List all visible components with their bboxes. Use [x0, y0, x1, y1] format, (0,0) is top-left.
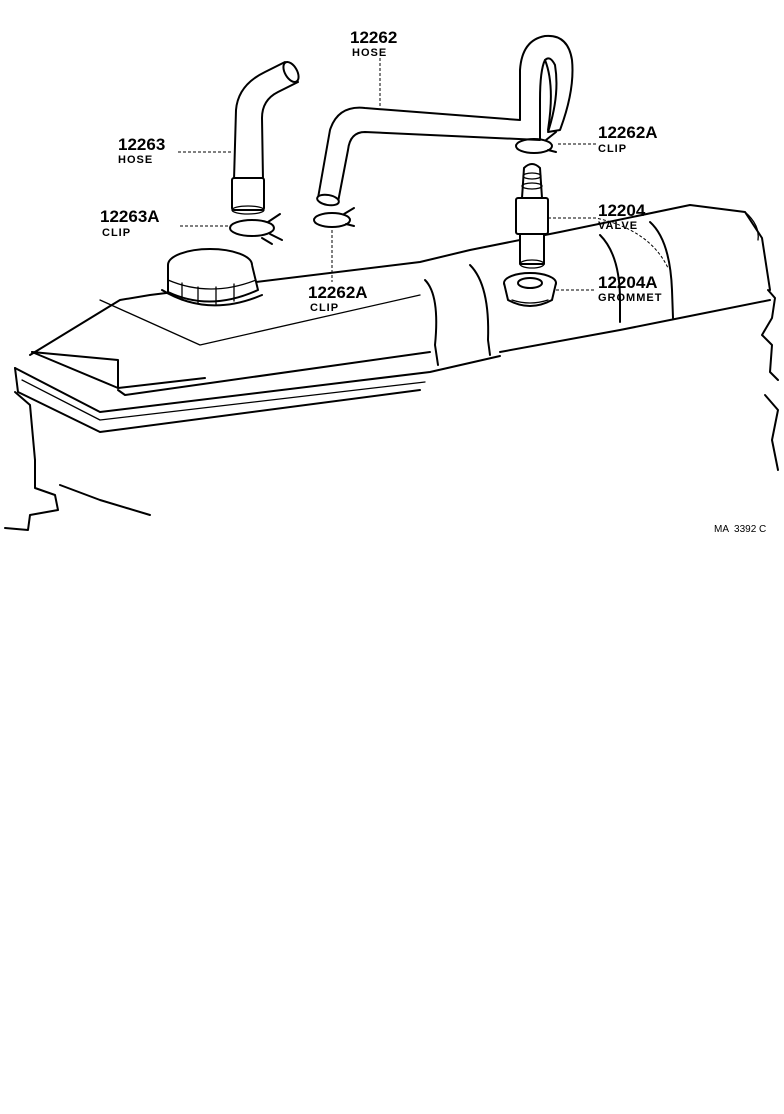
clip-12263a-shape — [229, 213, 283, 245]
clip-12262a-top-shape — [515, 131, 557, 154]
label-clip-12262a-top: 12262A CLIP — [598, 123, 658, 155]
svg-text:12262A: 12262A — [308, 283, 368, 302]
svg-text:12262A: 12262A — [598, 123, 658, 142]
svg-text:HOSE: HOSE — [352, 47, 387, 59]
reference-code: MA 3392 C — [714, 524, 766, 535]
hose-12262 — [316, 34, 574, 207]
oil-filler-cap — [161, 248, 263, 307]
clip-12262a-bottom-shape — [313, 207, 355, 228]
svg-text:GROMMET: GROMMET — [598, 292, 662, 304]
hose-12263 — [231, 61, 300, 215]
svg-text:CLIP: CLIP — [310, 302, 339, 314]
label-clip-12263a: 12263A CLIP — [100, 207, 160, 239]
svg-text:12262: 12262 — [350, 28, 397, 47]
grommet-12204a — [503, 272, 557, 307]
label-clip-12262a-bottom: 12262A CLIP — [308, 283, 368, 314]
leader-lines — [178, 58, 669, 291]
svg-text:HOSE: HOSE — [118, 154, 153, 166]
svg-text:CLIP: CLIP — [102, 227, 131, 239]
svg-text:12204: 12204 — [598, 201, 646, 220]
valve-12204 — [515, 163, 549, 269]
label-hose-12263: 12263 HOSE — [118, 135, 165, 166]
svg-text:12263A: 12263A — [100, 207, 160, 226]
label-grommet-12204a: 12204A GROMMET — [598, 273, 662, 304]
svg-text:12263: 12263 — [118, 135, 165, 154]
label-hose-12262: 12262 HOSE — [350, 28, 397, 59]
svg-text:VALVE: VALVE — [598, 220, 638, 232]
svg-text:12204A: 12204A — [598, 273, 658, 292]
label-valve-12204: 12204 VALVE — [598, 201, 646, 232]
parts-diagram: 12262 HOSE 12263 HOSE 12262A CLIP 12263A… — [4, 28, 779, 535]
cylinder-head-cover — [4, 204, 779, 531]
svg-text:CLIP: CLIP — [598, 143, 627, 155]
